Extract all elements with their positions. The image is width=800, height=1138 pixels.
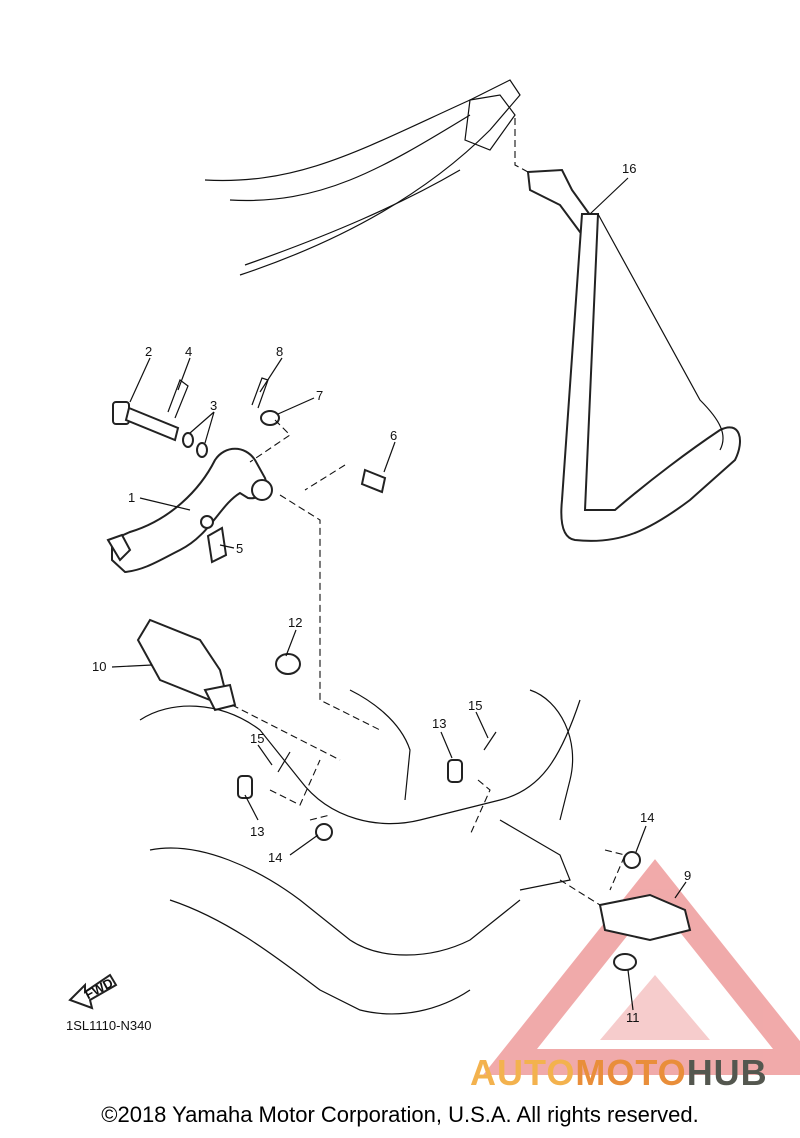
return-spring (206, 526, 228, 564)
cotter-pin (251, 377, 269, 409)
pivot-bolt (112, 401, 180, 442)
footrest-right (598, 893, 692, 942)
pin-left (277, 751, 291, 773)
footrest-left (136, 618, 237, 712)
bolt-right (447, 759, 463, 783)
part-label-5: 5 (236, 541, 243, 556)
part-label-8: 8 (276, 344, 283, 359)
watermark-text-moto: MOTO (575, 1052, 687, 1093)
part-label-15a: 15 (250, 731, 264, 746)
footrest-spring-left (275, 653, 301, 675)
part-label-3: 3 (210, 398, 217, 413)
copyright-notice: ©2018 Yamaha Motor Corporation, U.S.A. A… (101, 1102, 699, 1127)
part-label-1: 1 (128, 490, 135, 505)
watermark-logo: AUTOMOTOHUB (470, 1052, 768, 1094)
side-stand (514, 118, 741, 542)
bolt-left (237, 775, 253, 799)
watermark-triangle (483, 859, 800, 1075)
part-label-16: 16 (622, 161, 636, 176)
washer-left (315, 823, 333, 841)
pin (360, 468, 387, 494)
part-label-13a: 13 (250, 824, 264, 839)
callout-lines (111, 177, 687, 1011)
part-label-6: 6 (390, 428, 397, 443)
washer-right (623, 851, 641, 869)
watermark-text-auto: AUTO (470, 1052, 576, 1093)
part-label-11: 11 (626, 1010, 640, 1025)
part-label-14a: 14 (268, 850, 282, 865)
pin-right (483, 731, 497, 751)
watermark-text-hub: HUB (686, 1052, 768, 1093)
fwd-label: FWD (82, 975, 115, 1002)
washer (260, 410, 280, 426)
part-label-15b: 15 (468, 698, 482, 713)
part-label-10: 10 (92, 659, 106, 674)
o-rings (182, 432, 208, 458)
part-label-14b: 14 (640, 810, 654, 825)
part-label-2: 2 (145, 344, 152, 359)
part-label-13b: 13 (432, 716, 446, 731)
part-label-7: 7 (316, 388, 323, 403)
forward-arrow-icon: FWD (68, 973, 118, 1010)
diagram-code: 1SL1110-N340 (66, 1018, 152, 1033)
clip (167, 379, 189, 419)
part-label-9: 9 (684, 868, 691, 883)
footrest-spring-right (613, 953, 637, 971)
part-label-4: 4 (185, 344, 192, 359)
frame-lower-outline (139, 689, 581, 1015)
brake-pedal (106, 447, 273, 574)
frame-top-outline (204, 79, 521, 276)
part-label-12: 12 (288, 615, 302, 630)
